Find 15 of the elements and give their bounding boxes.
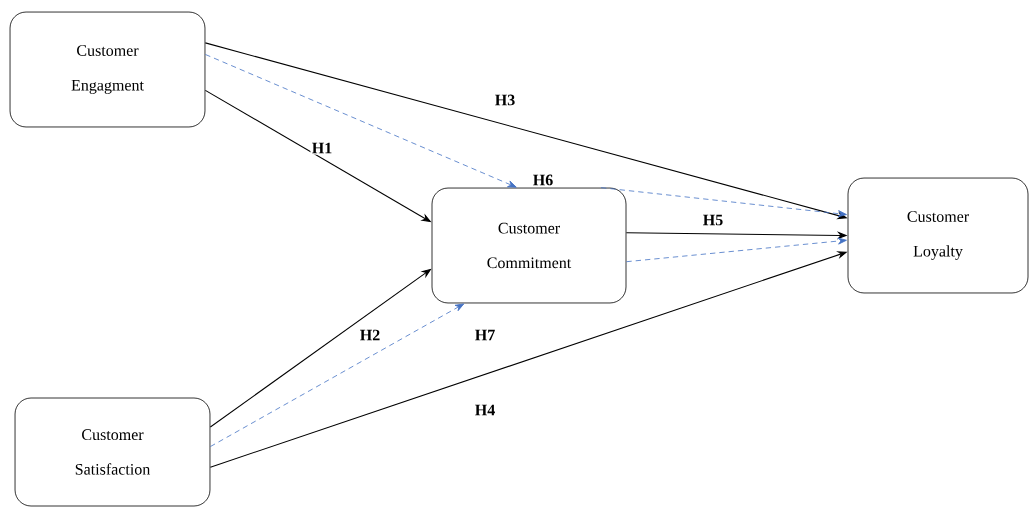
- concept-box: Customer Engagment: [9, 11, 206, 128]
- concept-box: Customer Loyalty: [847, 177, 1029, 294]
- concept-box: Customer Satisfaction: [14, 397, 211, 507]
- edge-label: H5: [701, 213, 725, 227]
- edge-label: H1: [310, 141, 334, 155]
- edge-label: H3: [493, 93, 517, 107]
- edge-label: H2: [358, 328, 382, 342]
- arrow: [209, 303, 465, 447]
- edge-label: H7: [473, 328, 497, 342]
- arrow: [205, 54, 517, 188]
- edge-label: H6: [531, 173, 555, 187]
- arrow: [600, 187, 847, 218]
- arrow: [626, 237, 847, 263]
- edge-label: H4: [473, 403, 497, 417]
- concept-box: Customer Commitment: [431, 187, 627, 304]
